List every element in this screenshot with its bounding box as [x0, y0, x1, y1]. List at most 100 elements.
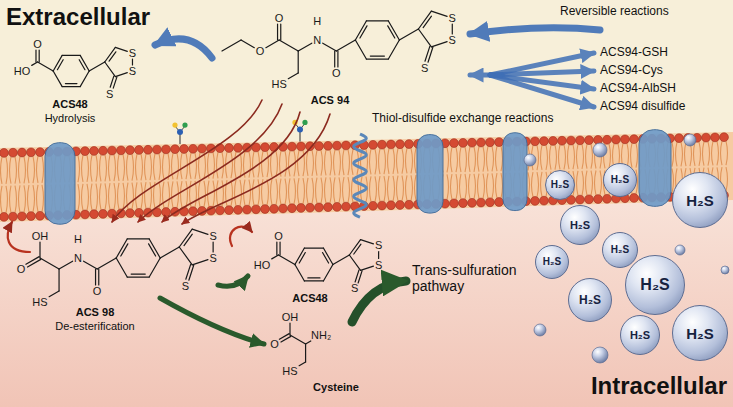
- atom-label-holder: H: [313, 16, 321, 27]
- bond-line: [355, 21, 366, 40]
- region-label-holder: Extracellular: [6, 3, 150, 31]
- bond-line: [333, 255, 349, 265]
- conversion-arrow: [218, 276, 248, 286]
- lipid-tail: [10, 157, 12, 184]
- lipid-tail: [19, 185, 21, 212]
- lipid-tail: [235, 180, 237, 206]
- atom-label: HS: [32, 297, 47, 308]
- bond-line: [59, 261, 73, 269]
- atom-label: S: [129, 66, 136, 77]
- gas-bubble: [592, 347, 608, 363]
- lipid-tail: [316, 178, 318, 204]
- bond-line: [349, 255, 360, 270]
- exchange-arrow: [490, 75, 594, 107]
- lipid-tail: [717, 141, 719, 165]
- lipid-tail: [78, 155, 80, 182]
- bond-line: [288, 73, 298, 79]
- bond-line: [370, 55, 384, 56]
- lipid-tail: [10, 186, 12, 213]
- lipid-tail: [483, 147, 485, 172]
- lipid-tail: [487, 146, 489, 171]
- bond-line: [360, 26, 367, 38]
- bond-line: [378, 251, 379, 258]
- lipid-tail: [298, 178, 300, 204]
- bond-line: [53, 71, 62, 87]
- lipid-tail: [492, 146, 494, 171]
- atom-label: H: [74, 234, 82, 245]
- lipid-tail: [289, 178, 291, 204]
- molecule-skeleton: [279, 323, 310, 366]
- bond-line: [98, 269, 99, 285]
- lipid-head: [477, 198, 486, 207]
- lipid-head: [81, 210, 90, 219]
- lipid-tail: [145, 182, 147, 208]
- lipid-tail: [213, 181, 215, 207]
- bond-line: [84, 261, 98, 269]
- lipid-tail: [721, 141, 723, 165]
- process-label: De-esterification: [55, 320, 134, 333]
- lipid-head: [567, 136, 576, 145]
- lipid-tail: [285, 179, 287, 205]
- glycan-unit: [172, 122, 177, 127]
- lipid-tail: [19, 157, 21, 184]
- bond-line: [323, 265, 333, 281]
- bond-line: [89, 62, 105, 71]
- atom-label: S: [421, 62, 428, 73]
- lipid-tail: [708, 142, 710, 166]
- bond-line: [35, 50, 36, 62]
- bond-line: [192, 229, 208, 234]
- bond-line: [361, 240, 374, 244]
- lipid-tail: [456, 147, 458, 172]
- bond-line: [26, 257, 39, 265]
- bond-line: [354, 244, 361, 254]
- atom-label-holder: S: [209, 253, 216, 264]
- atom-label-holder: OH: [282, 312, 299, 323]
- intracellular-ground: [0, 200, 733, 407]
- atom-label-holder: HS: [272, 79, 287, 90]
- lipid-head: [324, 203, 333, 212]
- lipid-head: [117, 146, 126, 155]
- atom-label-holder: S: [129, 66, 136, 77]
- lipid-tail: [631, 143, 633, 167]
- adduct-label: ACS94-Cys: [600, 64, 663, 78]
- lipid-tail: [726, 141, 728, 165]
- process-label-holder: De-esterification: [55, 320, 134, 333]
- lipid-head: [234, 205, 243, 214]
- bond-line: [116, 258, 127, 277]
- lipid-head: [603, 194, 612, 203]
- atom-label: S: [375, 259, 382, 270]
- lipid-head: [288, 142, 297, 151]
- atom-label-holder: HO: [14, 66, 31, 77]
- atom-label: NH₂: [311, 330, 331, 341]
- lipid-tail: [595, 170, 597, 195]
- lipid-head: [585, 195, 594, 204]
- lipid-tail: [456, 174, 458, 199]
- bond-line: [272, 255, 279, 259]
- bond-line: [113, 77, 117, 88]
- lipid-tail: [591, 144, 593, 169]
- lipid-tail: [267, 151, 269, 177]
- bond-line: [279, 40, 298, 51]
- lipid-head: [108, 146, 117, 155]
- bond-line: [298, 43, 312, 51]
- atom-label: OH: [282, 312, 299, 323]
- lipid-tail: [451, 174, 453, 199]
- bond-line: [105, 47, 116, 62]
- lipid-tail: [249, 152, 251, 178]
- gas-label: H₂S: [543, 257, 561, 267]
- uptake-line: [112, 100, 262, 222]
- region-label: Extracellular: [6, 3, 150, 31]
- bond-line: [266, 40, 279, 48]
- lipid-tail: [78, 184, 80, 211]
- lipid-head: [135, 146, 144, 155]
- lipid-tail: [703, 142, 705, 166]
- membrane-protein: [417, 135, 443, 213]
- bond-line: [278, 255, 294, 265]
- lipid-head: [405, 140, 414, 149]
- bond-line: [388, 21, 399, 40]
- lipid-tail: [559, 145, 561, 170]
- bond-line: [149, 239, 160, 258]
- molecule-name-holder: ACS 94: [311, 94, 350, 107]
- atom-label: O: [274, 231, 283, 242]
- lipid-tail: [285, 151, 287, 177]
